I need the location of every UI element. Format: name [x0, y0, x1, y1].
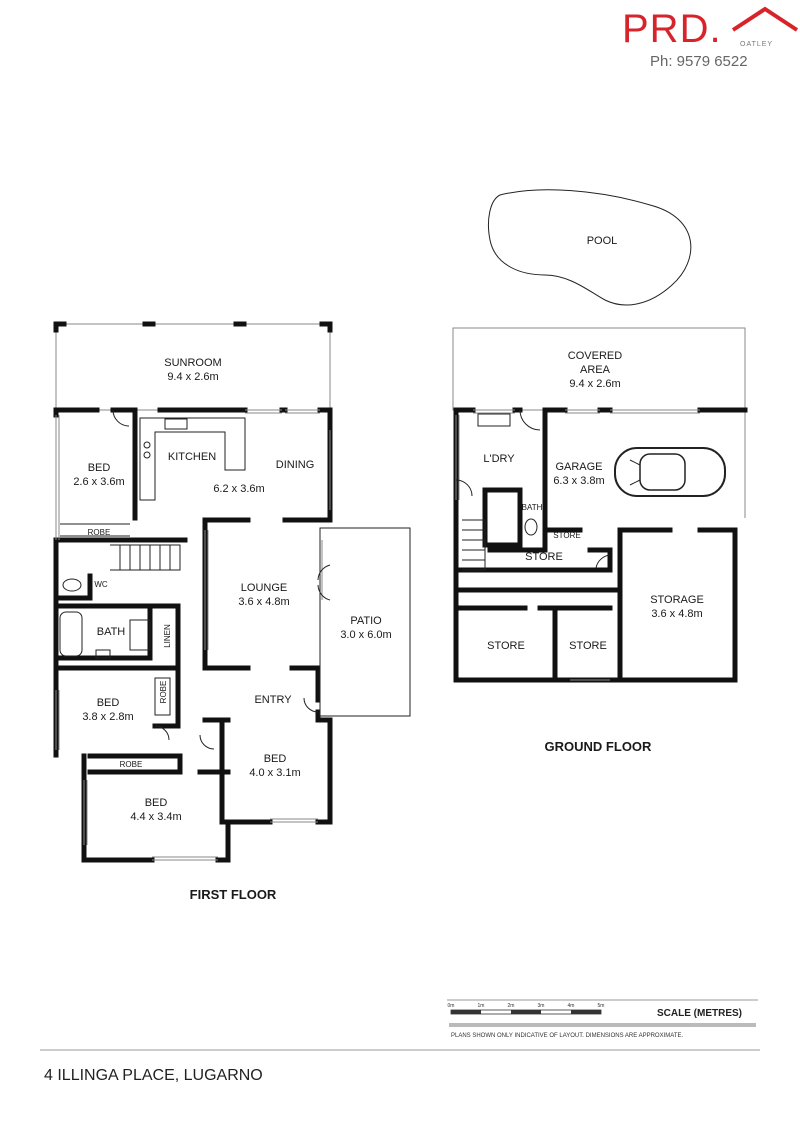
first-floor-plan	[53, 321, 411, 863]
scale-title: SCALE (METRES)	[657, 1008, 742, 1019]
pool-label: POOL	[587, 235, 618, 247]
bed2-size: 3.8 x 2.8m	[82, 711, 133, 723]
robe1-label: ROBE	[88, 528, 111, 537]
toilet-icon	[62, 578, 82, 592]
first-floor-title: FIRST FLOOR	[190, 887, 277, 902]
dining-label: DINING	[276, 459, 315, 471]
shower-icon	[129, 619, 151, 651]
bed3-label: BED	[145, 797, 168, 809]
bed2-label: BED	[97, 697, 120, 709]
bed3-size: 4.4 x 3.4m	[130, 811, 181, 823]
laundry-label: L'DRY	[483, 453, 515, 465]
lounge-size: 3.6 x 4.8m	[238, 596, 289, 608]
bed1-label: BED	[88, 462, 111, 474]
bed1-size: 2.6 x 3.6m	[73, 476, 124, 488]
bath-label: BATH	[97, 626, 126, 638]
bathtub-icon	[59, 611, 83, 657]
door-swings-ground	[455, 409, 611, 569]
wc-label: WC	[94, 580, 108, 589]
sunroom-size: 9.4 x 2.6m	[167, 371, 218, 383]
brand-logo-text: PRD.	[622, 7, 722, 51]
laundry-tub-icon	[477, 413, 511, 427]
scale-tick-1: 1m	[478, 1003, 485, 1009]
brand-phone: Ph: 9579 6522	[650, 53, 748, 70]
scale-tick-2: 2m	[508, 1003, 515, 1009]
scale-bar: 0m 1m 2m 3m 4m 5m SCALE (METRES) PLANS S…	[447, 999, 758, 1039]
brand-office: OATLEY	[740, 41, 773, 48]
scale-tick-5: 5m	[598, 1003, 605, 1009]
kitchen-bench	[139, 417, 246, 501]
patio-label: PATIO	[350, 615, 382, 627]
covered-label-2: AREA	[580, 364, 611, 376]
car-icon	[614, 447, 726, 497]
store-left-label: STORE	[487, 640, 525, 652]
store-right-label: STORE	[569, 640, 607, 652]
property-address: 4 ILLINGA PLACE, LUGARNO	[44, 1067, 263, 1084]
bed4-size: 4.0 x 3.1m	[249, 767, 300, 779]
patio-outline	[319, 527, 411, 717]
ground-floor-plan	[452, 327, 748, 683]
garage-size: 6.3 x 3.8m	[553, 475, 604, 487]
entry-label: ENTRY	[254, 694, 292, 706]
stairs-first-floor	[110, 544, 181, 571]
store-mid-label: STORE	[525, 551, 563, 563]
storage-label: STORAGE	[650, 594, 704, 606]
sunroom-label: SUNROOM	[164, 357, 221, 369]
scale-tick-0: 0m	[448, 1003, 455, 1009]
cooktop-icon	[143, 441, 151, 449]
pool-outline	[487, 189, 692, 306]
kitchen-dining-size: 6.2 x 3.6m	[213, 483, 264, 495]
scale-tick-4: 4m	[568, 1003, 575, 1009]
robe2-label: ROBE	[159, 681, 168, 704]
first-floor-windows	[55, 409, 331, 861]
ground-toilet-icon	[524, 518, 538, 536]
ground-floor-walls	[453, 407, 748, 683]
bed4-label: BED	[264, 753, 287, 765]
scale-tick-3: 3m	[538, 1003, 545, 1009]
ground-bath-label: BATH	[522, 503, 543, 512]
kitchen-sink-icon	[164, 418, 188, 430]
covered-label-1: COVERED	[568, 350, 622, 362]
door-swings-first	[112, 409, 331, 750]
linen-label: LINEN	[163, 624, 172, 648]
brand-logo: PRD. OATLEY	[622, 6, 799, 51]
roof-icon	[731, 6, 799, 32]
scale-disclaimer: PLANS SHOWN ONLY INDICATIVE OF LAYOUT. D…	[451, 1033, 683, 1039]
garage-label: GARAGE	[555, 461, 602, 473]
robe3-label: ROBE	[120, 760, 143, 769]
storage-size: 3.6 x 4.8m	[651, 608, 702, 620]
ground-floor-windows	[455, 409, 700, 681]
patio-size: 3.0 x 6.0m	[340, 629, 391, 641]
kitchen-label: KITCHEN	[168, 451, 216, 463]
store-small-label: STORE	[553, 531, 580, 540]
stairs-ground-floor	[462, 519, 486, 571]
lounge-label: LOUNGE	[241, 582, 287, 594]
first-floor-walls	[53, 321, 333, 863]
cooktop-icon-2	[143, 451, 151, 459]
covered-size: 9.4 x 2.6m	[569, 378, 620, 390]
robe-lines	[60, 523, 171, 716]
basin-icon	[95, 649, 111, 659]
ground-floor-title: GROUND FLOOR	[545, 739, 652, 754]
